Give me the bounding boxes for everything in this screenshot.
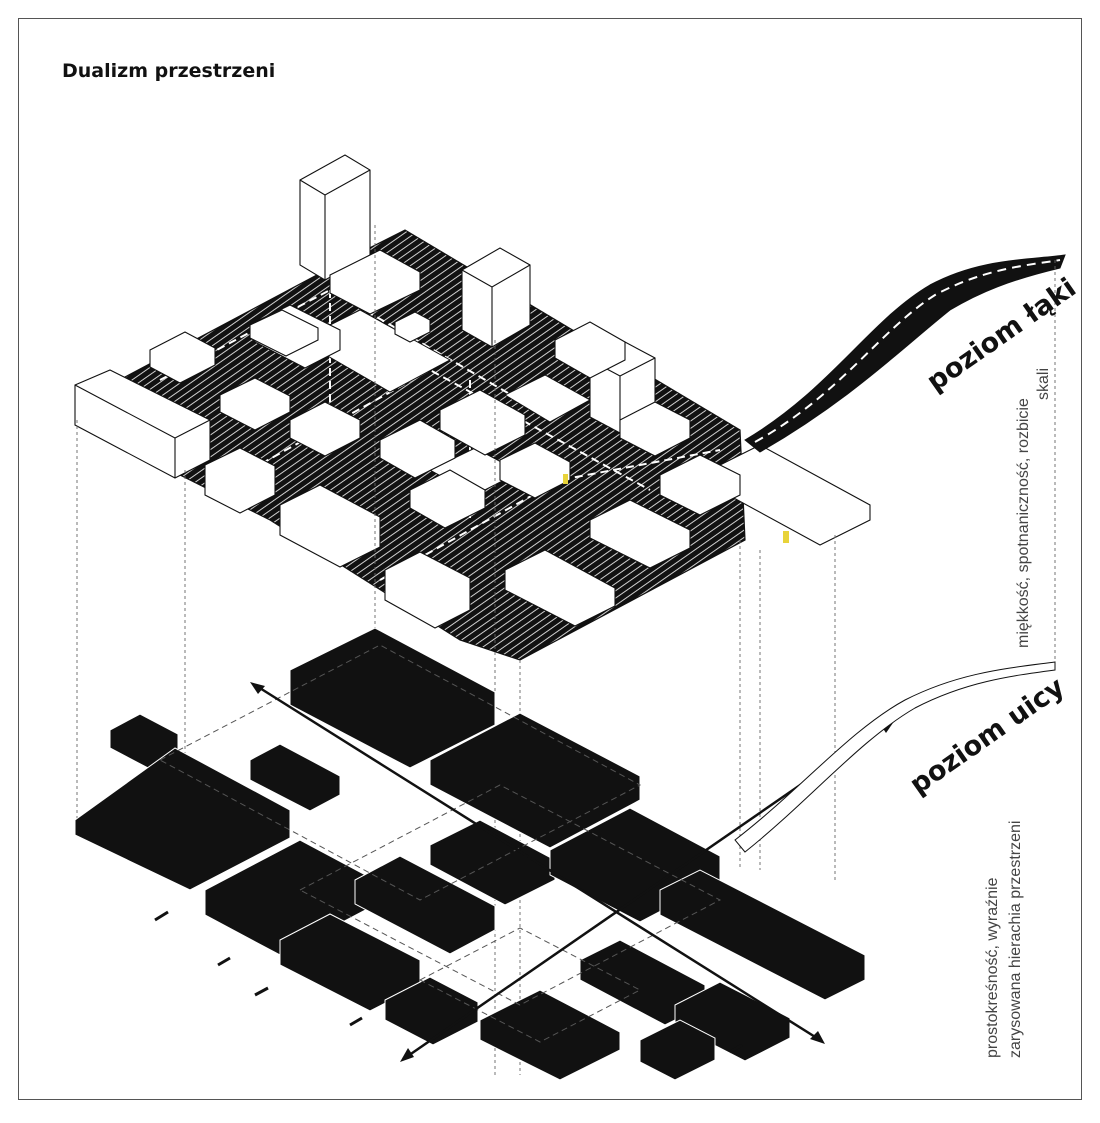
svg-text:prostokreśność, wyraźnie: prostokreśność, wyraźnie [984, 877, 1001, 1058]
meadow-ribbon [744, 254, 1066, 453]
street-block-3 [74, 747, 291, 891]
meadow-buildings [74, 154, 871, 629]
meadow-block-4 [219, 377, 291, 431]
street-dashed-outlines [158, 644, 722, 1043]
street-building-blocks [74, 627, 866, 1081]
meadow-block-11 [499, 442, 571, 499]
arrowhead-sw [400, 1048, 414, 1062]
street-block-13 [384, 976, 479, 1046]
svg-text:zarysowana hierachia przestrze: zarysowana hierachia przestrzeni [1007, 821, 1024, 1058]
street-block-16 [639, 1019, 716, 1081]
street-axis-nw-se [254, 683, 821, 1042]
accent-mark-2 [783, 531, 789, 543]
meadow-block-10 [409, 469, 486, 529]
meadow-block-20 [659, 454, 741, 516]
meadow-tower-1 [299, 154, 371, 281]
meadow-block-7 [439, 389, 526, 456]
meadow-slab-left [74, 369, 211, 479]
street-block-14 [479, 989, 621, 1081]
arrowhead-nw [250, 682, 265, 694]
meadow-tower-2 [461, 247, 531, 348]
meadow-block-12 [554, 321, 626, 379]
meadow-block-9 [279, 484, 381, 568]
street-block-7 [354, 855, 496, 955]
meadow-block-6 [379, 419, 456, 479]
meadow-block-18 [394, 311, 431, 343]
street-ribbon [734, 661, 1056, 853]
meadow-level-description-line2: skali [1035, 368, 1052, 400]
meadow-block-1 [149, 331, 216, 384]
street-block-11 [659, 869, 866, 1001]
meadow-block-16 [384, 551, 471, 629]
meadow-block-17 [249, 309, 319, 357]
arrowhead-se [810, 1031, 825, 1044]
street-block-2 [289, 627, 496, 769]
meadow-block-5 [289, 401, 361, 457]
street-level-description-line2: zarysowana hierachia przestrzeni [1007, 821, 1024, 1058]
figure-title: Dualizm przestrzeni [62, 60, 276, 82]
meadow-block-15 [504, 549, 616, 627]
street-level-description: prostokreśność, wyraźnie [984, 877, 1001, 1058]
street-level [74, 627, 1056, 1081]
meadow-block-8 [204, 447, 276, 514]
street-block-4 [249, 743, 341, 812]
accent-mark-1 [563, 474, 568, 484]
svg-text:miękkość, spotnaniczność, rozb: miękkość, spotnaniczność, rozbicie [1015, 398, 1032, 648]
street-dash-markers [154, 910, 743, 1054]
figure-frame [18, 18, 1082, 1100]
meadow-level [74, 154, 1066, 661]
meadow-level-description: miękkość, spotnaniczność, rozbicie [1015, 398, 1032, 648]
meadow-block-13 [619, 401, 691, 457]
street-block-5 [429, 712, 641, 849]
svg-text:skali: skali [1035, 368, 1052, 400]
meadow-block-14 [589, 499, 691, 569]
